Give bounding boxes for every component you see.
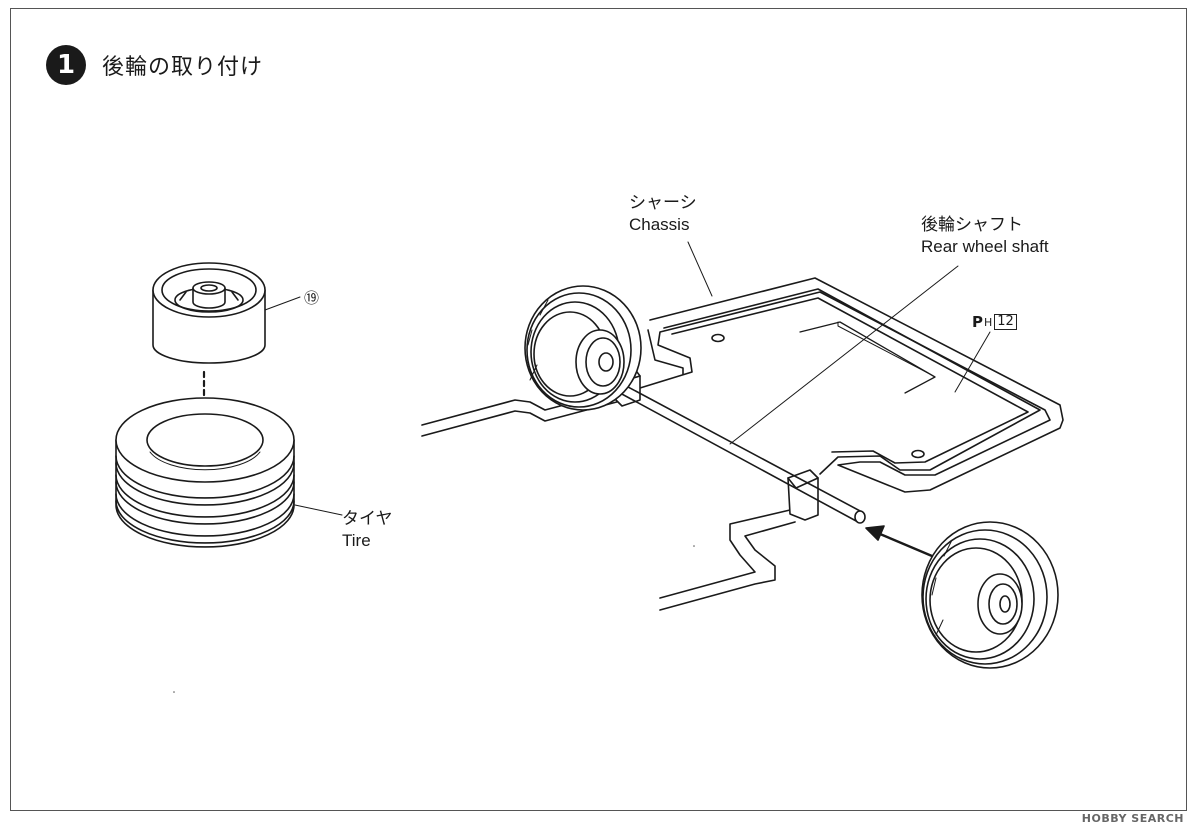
step-title: 後輪の取り付け xyxy=(102,55,264,80)
tire-part xyxy=(115,397,343,548)
chassis-label: シャーシ Chassis xyxy=(629,192,697,236)
paint-code-number: 12 xyxy=(994,314,1017,330)
shaft-label-jp: 後輪シャフト xyxy=(921,215,1023,234)
tire-label: タイヤ Tire xyxy=(342,508,393,552)
instruction-frame xyxy=(10,8,1187,811)
shaft-label: 後輪シャフト Rear wheel shaft xyxy=(921,214,1049,258)
chassis-leader-line xyxy=(687,241,713,297)
shaft-leader-line xyxy=(729,265,959,445)
tire-label-en: Tire xyxy=(342,531,371,550)
assembly-arrow-icon xyxy=(865,525,934,558)
tire-label-jp: タイヤ xyxy=(342,509,393,528)
chassis-label-jp: シャーシ xyxy=(629,193,697,212)
part-number-label: ⑲ xyxy=(304,289,320,307)
mounted-wheel-left xyxy=(524,285,642,411)
paint-code-sub: H xyxy=(984,315,993,329)
right-wheel-assembly xyxy=(921,521,1059,669)
shaft-label-en: Rear wheel shaft xyxy=(921,237,1049,256)
step-header: 1 後輪の取り付け xyxy=(46,45,263,85)
watermark: HOBBY SEARCH xyxy=(1081,812,1184,825)
step-number-badge: 1 xyxy=(46,45,86,85)
paint-code-letter: P xyxy=(972,313,983,331)
chassis-label-en: Chassis xyxy=(629,215,690,234)
paint-code: P H 12 xyxy=(972,313,1017,331)
wheel-part-19 xyxy=(152,262,301,364)
paint-leader-line xyxy=(954,331,991,393)
rear-wheel-shaft xyxy=(595,371,866,524)
